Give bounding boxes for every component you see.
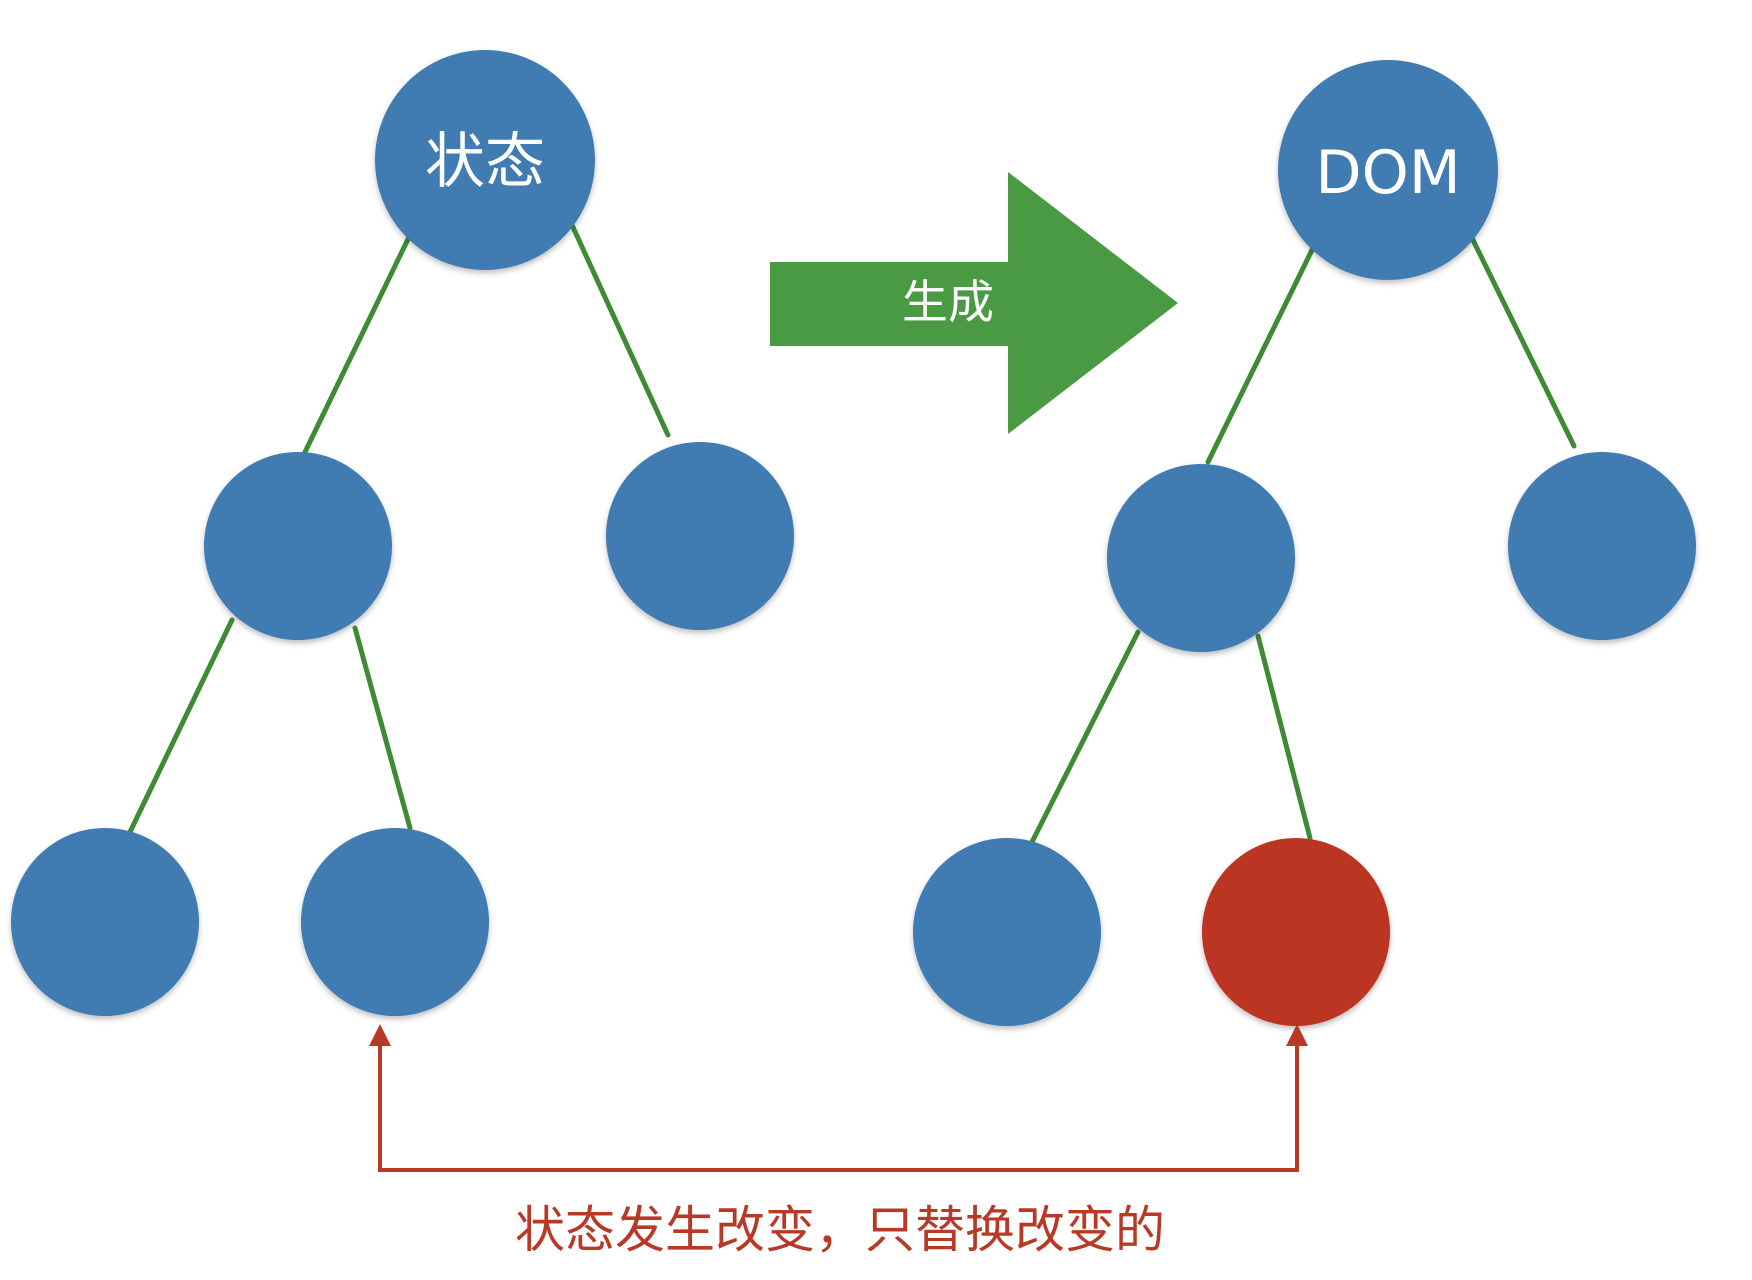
state-node-left-right [301,828,489,1016]
state-node-left-left [11,828,199,1016]
generate-arrow-label: 生成 [902,275,994,329]
edge-dom-root-left [1205,247,1315,465]
edge-dom-left-leftright [1255,633,1313,841]
dom-tree-edges [1029,235,1577,845]
connector-arrowhead-left [369,1024,391,1046]
state-node-root [375,50,595,270]
connector-arrowhead-right [1286,1024,1308,1046]
state-node-left [204,452,392,640]
dom-root-label: DOM [1315,138,1460,208]
edge-state-root-right [569,222,671,438]
edge-dom-left-leftleft [1029,629,1141,845]
dom-tree: DOM [913,60,1696,1026]
dom-node-left-right-changed [1202,838,1390,1026]
state-tree-edges [127,222,671,835]
edge-state-left-leftleft [127,617,235,835]
edge-state-left-leftright [352,625,413,831]
state-tree: 状态 [11,50,794,1016]
connector-line [378,1040,1299,1172]
replace-connector [369,1024,1308,1172]
generate-arrow: 生成 [770,172,1178,434]
dom-node-left-left [913,838,1101,1026]
caption-text: 状态发生改变，只替换改变的 [515,1201,1165,1259]
state-node-right [606,442,794,630]
edge-state-root-left [302,232,413,455]
dom-node-right [1508,452,1696,640]
dom-node-root [1278,60,1498,280]
generate-arrow-shape [770,172,1178,434]
state-root-label: 状态 [425,127,545,197]
edge-dom-root-right [1469,235,1577,449]
dom-node-left [1107,464,1295,652]
